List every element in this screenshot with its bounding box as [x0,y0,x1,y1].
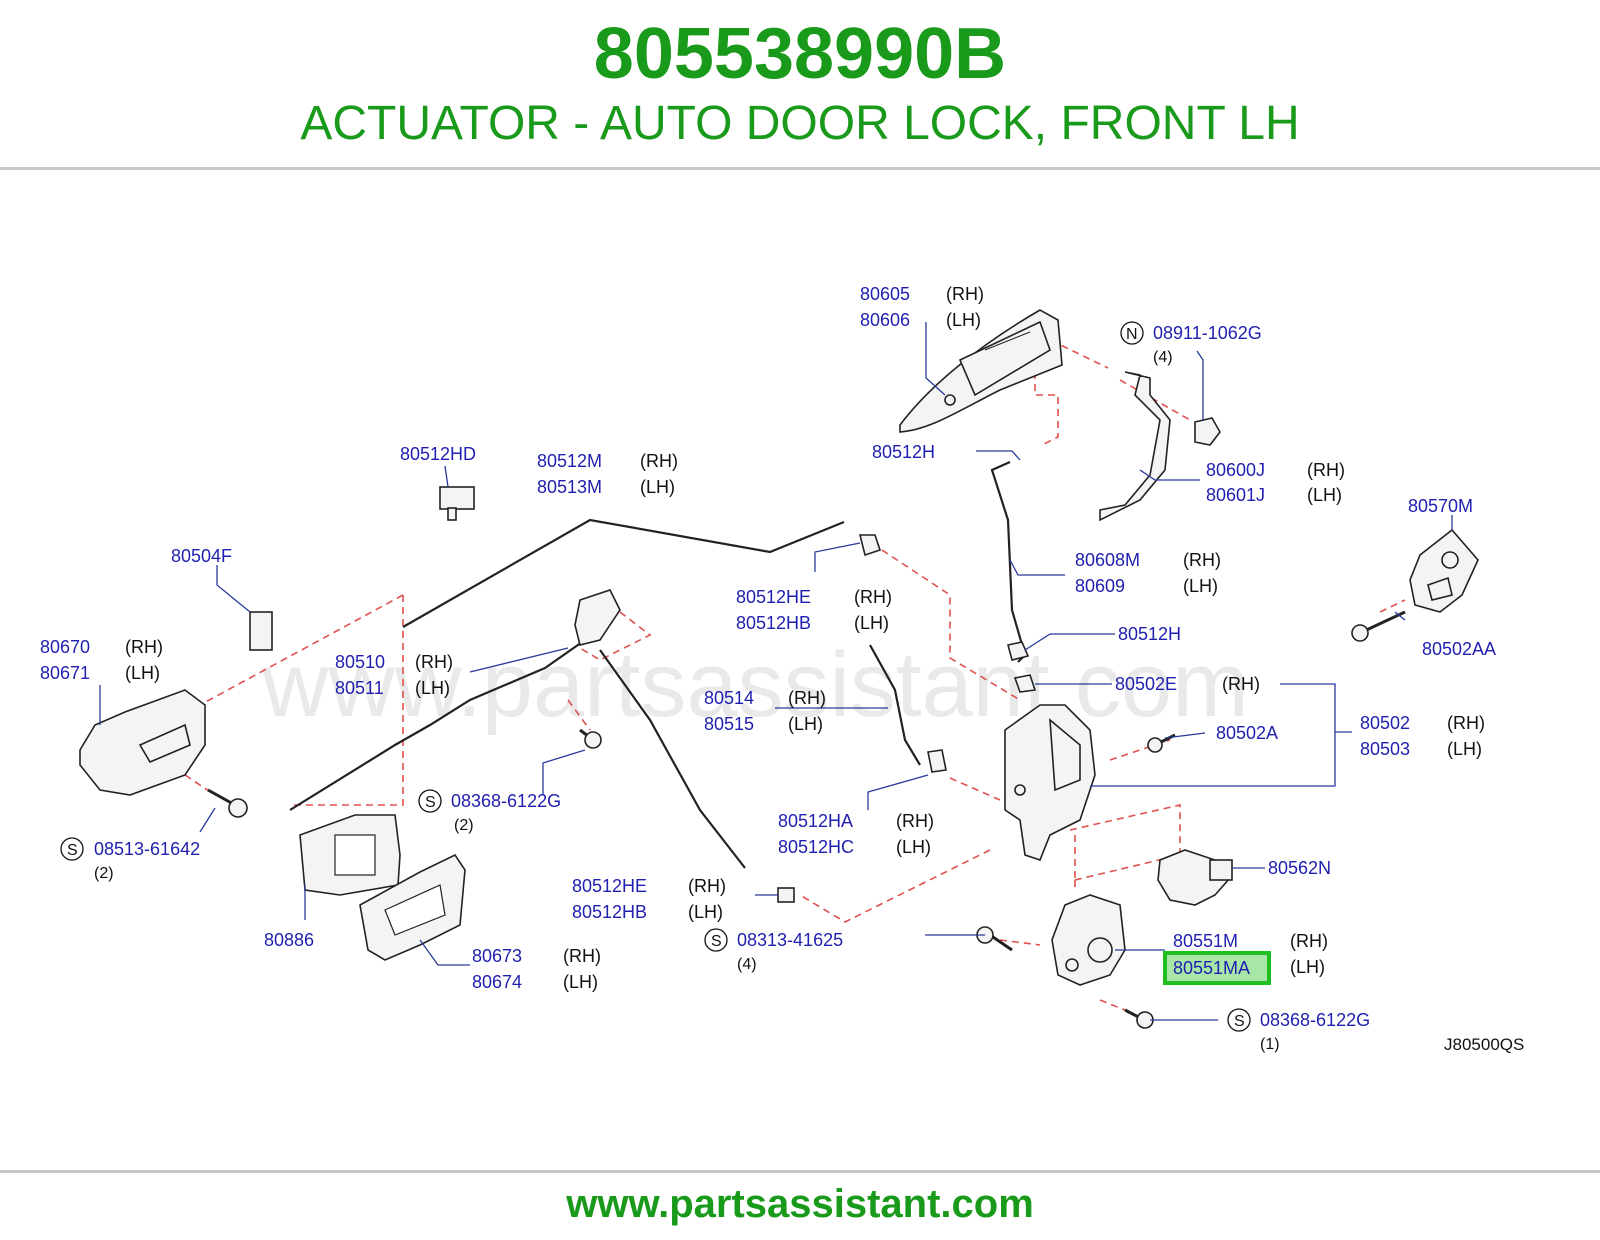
side-lh: (LH) [1307,485,1342,505]
label-80605[interactable]: 80605 [860,284,910,304]
top-divider [0,167,1600,170]
side-lh: (LH) [854,613,889,633]
label-80673[interactable]: 80673 [472,946,522,966]
label-80512HE-lower[interactable]: 80512HE [572,876,647,896]
label-80671[interactable]: 80671 [40,663,90,683]
label-80504F[interactable]: 80504F [171,546,232,566]
label-80502A[interactable]: 80502A [1216,723,1278,743]
standard-letter-n: N [1126,326,1138,343]
leader-lines [99,322,1453,1021]
qty-08513: (2) [94,865,114,882]
label-08313-41625[interactable]: 08313-41625 [737,930,843,950]
side-rh: (RH) [563,946,601,966]
label-80608M[interactable]: 80608M [1075,550,1140,570]
standard-part-marker-n [1120,321,1144,345]
label-80606[interactable]: 80606 [860,310,910,330]
label-80511[interactable]: 80511 [335,678,384,698]
watermark: www.partsassistant.com [261,634,1249,736]
highlight-box [1163,951,1271,985]
label-80670[interactable]: 80670 [40,637,90,657]
label-80512HC[interactable]: 80512HC [778,837,854,857]
label-80510[interactable]: 80510 [335,652,385,672]
side-rh: (RH) [125,637,163,657]
diagram-code: J80500QS [1444,1035,1524,1054]
label-80512HE-upper[interactable]: 80512HE [736,587,811,607]
side-rh: (RH) [1447,713,1485,733]
label-80502[interactable]: 80502 [1360,713,1410,733]
side-rh: (RH) [896,811,934,831]
label-80562N[interactable]: 80562N [1268,858,1331,878]
standard-part-marker-s [418,789,442,813]
label-80514[interactable]: 80514 [704,688,754,708]
side-lh: (LH) [415,678,450,698]
part-description: ACTUATOR - AUTO DOOR LOCK, FRONT LH [300,97,1300,150]
side-lh: (LH) [563,972,598,992]
label-08513-61642[interactable]: 08513-61642 [94,839,200,859]
label-80512H-upper[interactable]: 80512H [872,442,935,462]
side-rh: (RH) [946,284,984,304]
label-80512HD[interactable]: 80512HD [400,444,476,464]
bottom-divider [0,1170,1600,1173]
side-rh: (RH) [688,876,726,896]
label-08368-6122G-upper[interactable]: 08368-6122G [451,791,561,811]
label-80512HB-lower[interactable]: 80512HB [572,902,647,922]
side-lh: (LH) [896,837,931,857]
standard-letter-s: S [1234,1013,1245,1030]
label-80512HA[interactable]: 80512HA [778,811,853,831]
side-lh: (LH) [688,902,723,922]
side-lh: (LH) [946,310,981,330]
side-rh: (RH) [1183,550,1221,570]
qty-08911: (4) [1153,349,1173,366]
side-rh: (RH) [415,652,453,672]
qty-08368-lower: (1) [1260,1036,1280,1053]
part-drawings [79,309,1479,1029]
label-80513M[interactable]: 80513M [537,477,602,497]
side-rh: (RH) [788,688,826,708]
standard-part-marker-s [1227,1008,1251,1032]
side-lh: (LH) [788,714,823,734]
label-80512H-lower[interactable]: 80512H [1118,624,1181,644]
side-rh: (RH) [640,451,678,471]
label-80551M[interactable]: 80551M [1173,931,1238,951]
label-80502AA[interactable]: 80502AA [1422,639,1496,659]
label-80674[interactable]: 80674 [472,972,522,992]
standard-part-marker-s [704,928,728,952]
label-80609[interactable]: 80609 [1075,576,1125,596]
label-80600J[interactable]: 80600J [1206,460,1265,480]
standard-letter-s: S [425,794,436,811]
label-80512HB-upper[interactable]: 80512HB [736,613,811,633]
label-80515[interactable]: 80515 [704,714,754,734]
standard-part-marker-s [60,837,84,861]
side-rh: (RH) [854,587,892,607]
side-lh: (LH) [1447,739,1482,759]
standard-letter-s: S [711,933,722,950]
label-80570M[interactable]: 80570M [1408,496,1473,516]
label-80886[interactable]: 80886 [264,930,314,950]
header: 805538990B ACTUATOR - AUTO DOOR LOCK, FR… [0,0,1600,168]
part-labels: 80605 (RH) 80606 (LH) N 08911-1062G (4) … [40,284,1524,1054]
side-lh: (LH) [1290,957,1325,977]
page-title: 805538990B [593,14,1007,94]
label-80512M[interactable]: 80512M [537,451,602,471]
standard-letter-s: S [67,842,78,859]
side-rh: (RH) [1290,931,1328,951]
label-80503[interactable]: 80503 [1360,739,1410,759]
side-rh: (RH) [1222,674,1260,694]
qty-08368-upper: (2) [454,817,474,834]
label-80502E[interactable]: 80502E [1115,674,1177,694]
side-lh: (LH) [640,477,675,497]
side-rh: (RH) [1307,460,1345,480]
label-08911-1062G[interactable]: 08911-1062G [1153,323,1262,343]
qty-08313: (4) [737,956,757,973]
side-lh: (LH) [1183,576,1218,596]
label-08368-6122G-lower[interactable]: 08368-6122G [1260,1010,1370,1030]
footer-url[interactable]: www.partsassistant.com [566,1182,1034,1226]
label-80551MA-highlighted[interactable]: 80551MA [1173,958,1250,978]
label-80601J[interactable]: 80601J [1206,485,1265,505]
side-lh: (LH) [125,663,160,683]
